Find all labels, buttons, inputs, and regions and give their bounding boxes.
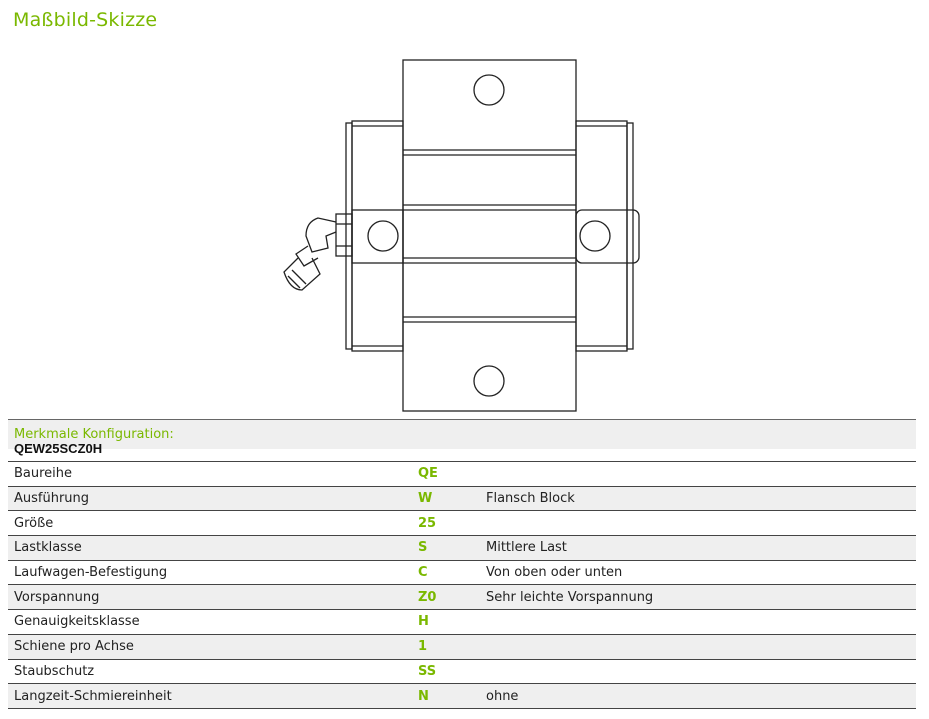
feature-code: 1: [412, 633, 480, 659]
feature-code: SS: [412, 658, 480, 684]
feature-name: Baureihe: [8, 461, 412, 487]
feature-description: [480, 461, 916, 487]
feature-description: [480, 658, 916, 684]
feature-name: Vorspannung: [8, 584, 412, 610]
configuration-panel: Merkmale Konfiguration: QEW25SCZ0H Baure…: [8, 419, 916, 709]
feature-description: [480, 633, 916, 659]
feature-name: Laufwagen-Befestigung: [8, 559, 412, 585]
feature-name: Langzeit-Schmiereinheit: [8, 683, 412, 709]
feature-code: Z0: [412, 584, 480, 610]
feature-code: S: [412, 535, 480, 561]
configuration-header: Merkmale Konfiguration: QEW25SCZ0H: [8, 419, 916, 456]
feature-description: Flansch Block: [480, 485, 916, 511]
configuration-code: QEW25SCZ0H: [14, 441, 103, 456]
feature-description: ohne: [480, 683, 916, 709]
dimension-sketch: [283, 59, 640, 412]
feature-code: C: [412, 559, 480, 585]
feature-name: Lastklasse: [8, 535, 412, 561]
feature-description: Sehr leichte Vorspannung: [480, 584, 916, 610]
feature-name: Schiene pro Achse: [8, 633, 412, 659]
feature-code: 25: [412, 510, 480, 536]
feature-name: Genauigkeitsklasse: [8, 609, 412, 635]
feature-description: Von oben oder unten: [480, 559, 916, 585]
feature-name: Ausführung: [8, 485, 412, 511]
feature-code: QE: [412, 461, 480, 487]
feature-name: Größe: [8, 510, 412, 536]
feature-description: [480, 510, 916, 536]
feature-code: H: [412, 609, 480, 635]
feature-name: Staubschutz: [8, 658, 412, 684]
page-title: Maßbild-Skizze: [13, 9, 158, 31]
feature-code: W: [412, 485, 480, 511]
configuration-label: Merkmale Konfiguration:: [14, 427, 174, 442]
feature-code: N: [412, 683, 480, 709]
feature-description: Mittlere Last: [480, 535, 916, 561]
feature-description: [480, 609, 916, 635]
